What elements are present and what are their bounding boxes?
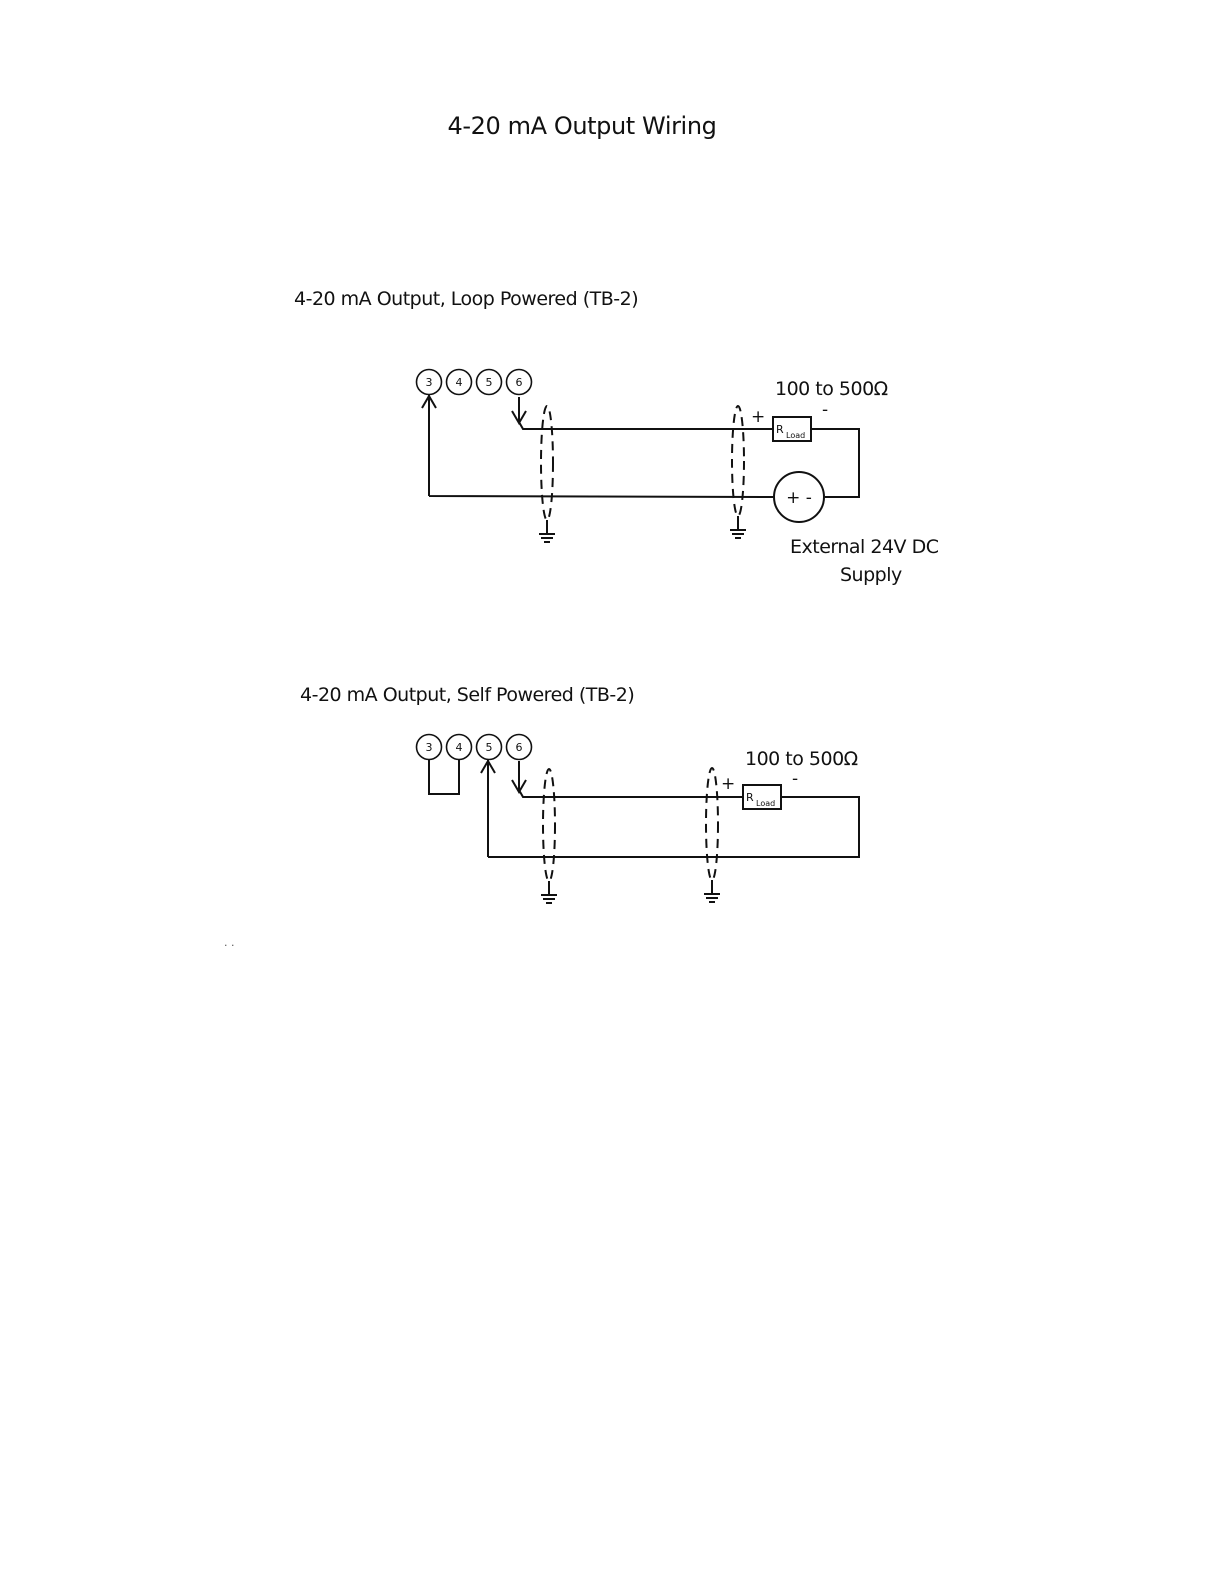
svg-text:6: 6 xyxy=(516,376,523,389)
page-title: 4-20 mA Output Wiring xyxy=(0,112,1164,140)
loop-powered-diagram: 3 4 5 6 R Load + - + - 100 to 500Ω Exter… xyxy=(0,360,1224,600)
ground-symbol-right xyxy=(704,880,720,902)
ground-symbol-left xyxy=(539,520,555,542)
svg-text:5: 5 xyxy=(486,376,493,389)
terminal-5: 5 xyxy=(477,735,502,760)
terminal-4: 4 xyxy=(447,370,472,395)
self-wire-terminal-5 xyxy=(481,760,859,857)
resistor-plus-sign: + xyxy=(751,407,765,427)
cable-shield-right xyxy=(732,406,744,516)
svg-text:4: 4 xyxy=(456,741,463,754)
stray-marks: . . xyxy=(224,936,235,949)
supply-label-line2: Supply xyxy=(840,564,902,586)
terminal-4: 4 xyxy=(447,735,472,760)
ground-symbol-left xyxy=(541,881,557,903)
svg-text:6: 6 xyxy=(516,741,523,754)
resistor-sub-label: Load xyxy=(786,431,805,440)
loop-wire-terminal-6 xyxy=(512,397,773,429)
resistor-label: R xyxy=(776,423,784,436)
self-powered-diagram: 3 4 5 6 R Load + - 100 to 500Ω xyxy=(0,728,1224,918)
svg-text:3: 3 xyxy=(426,741,433,754)
ground-symbol-right xyxy=(730,516,746,538)
resistor-label: R xyxy=(746,791,754,804)
svg-text:4: 4 xyxy=(456,376,463,389)
svg-text:5: 5 xyxy=(486,741,493,754)
resistor-minus-sign: - xyxy=(792,769,798,789)
resistor-minus-sign: - xyxy=(822,400,828,420)
supply-label: External 24V DC xyxy=(790,536,939,558)
resistor-sub-label: Load xyxy=(756,799,775,808)
terminal-6: 6 xyxy=(507,735,532,760)
svg-text:3: 3 xyxy=(426,376,433,389)
loop-wire-return xyxy=(811,429,859,497)
cable-shield-left xyxy=(541,406,553,520)
terminal-5: 5 xyxy=(477,370,502,395)
resistance-range-label: 100 to 500Ω xyxy=(745,748,858,770)
loop-powered-heading: 4-20 mA Output, Loop Powered (TB-2) xyxy=(294,288,638,310)
jumper-3-4 xyxy=(429,760,459,794)
terminal-3: 3 xyxy=(417,735,442,760)
resistance-range-label: 100 to 500Ω xyxy=(775,378,888,400)
terminal-3: 3 xyxy=(417,370,442,395)
loop-wire-terminal-3 xyxy=(422,394,773,497)
self-powered-heading: 4-20 mA Output, Self Powered (TB-2) xyxy=(300,684,634,706)
cable-shield-left xyxy=(543,769,555,881)
supply-polarity-signs: + - xyxy=(786,488,812,508)
terminal-6: 6 xyxy=(507,370,532,395)
cable-shield-right xyxy=(706,768,718,880)
resistor-plus-sign: + xyxy=(721,774,735,794)
